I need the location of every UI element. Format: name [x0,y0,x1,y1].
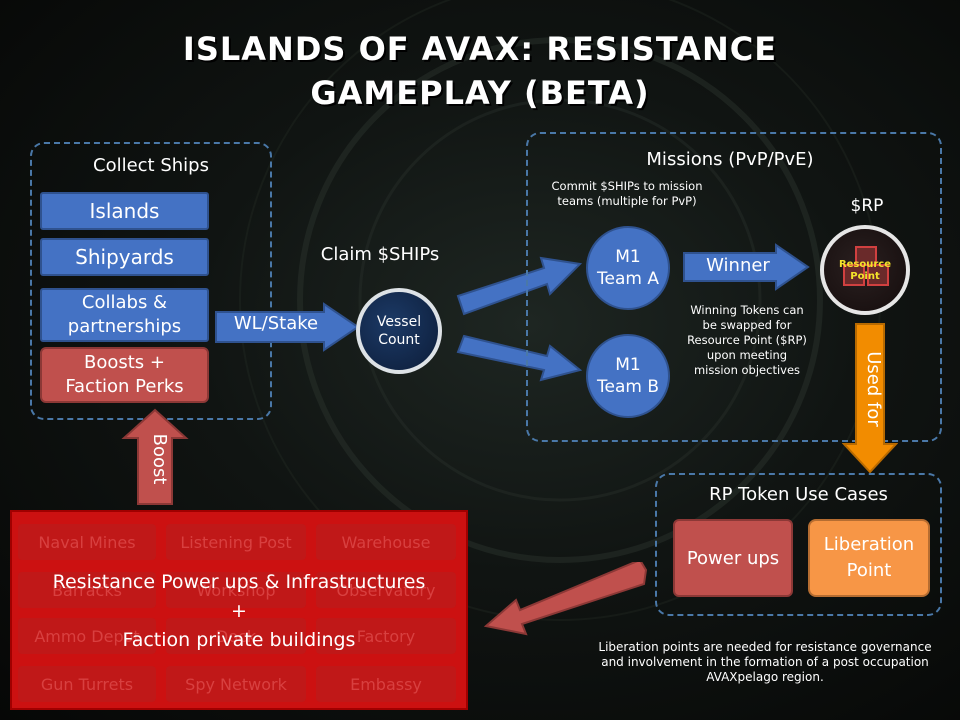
team-b-line2: Team B [597,377,659,397]
team-a-line1: M1 [615,247,641,267]
team-a-line2: Team A [597,269,659,289]
team-b-line1: M1 [615,355,641,375]
winner-arrow [683,243,810,291]
power-ups-arrow [483,562,648,636]
bg-cell: Gun Turrets [18,666,156,702]
infrastructure-text: Resistance Power ups & Infrastructures +… [12,568,466,655]
team-a-circle: M1 Team A [586,226,670,310]
collect-ships-heading: Collect Ships [93,155,209,176]
resource-point-text: Resource Point [824,259,906,283]
arrow-to-team-a [456,256,583,316]
rp-uses-box [655,473,942,616]
missions-box [526,132,942,442]
infra-line2: + [231,600,247,622]
bg-cell: Dock [166,618,306,654]
team-b-circle: M1 Team B [586,334,670,418]
crate-icon [843,246,889,286]
missions-heading: Missions (PvP/PvE) [646,149,814,170]
vessel-count-circle: Vessel Count [356,288,442,374]
bg-cell: Ammo Depot [18,618,156,654]
title-line1: ISLANDS OF AVAX: RESISTANCE [182,30,778,68]
rp-label: $RP [850,196,884,216]
resource-line1: Resource [838,259,892,270]
title-line2: GAMEPLAY (BETA) [310,74,650,112]
commit-text: Commit $SHIPs to mission teams (multiple… [551,179,703,208]
used-for-label: Used for [863,351,884,427]
infrastructure-box: Naval Mines Listening Post Warehouse Bar… [10,510,468,710]
rp-uses-heading: RP Token Use Cases [709,484,888,505]
used-for-arrow [842,323,898,474]
infra-line1: Resistance Power ups & Infrastructures [52,571,426,593]
winner-label: Winner [706,255,770,276]
resource-line2: Point [850,271,880,282]
liberation-note: Liberation points are needed for resista… [598,640,932,684]
liberation-point-box: Liberation Point [808,519,930,597]
bg-cell: Embassy [316,666,456,702]
vessel-line1: Vessel [376,314,422,330]
bg-cell: Workshop [166,572,306,608]
bg-cell: Warehouse [316,524,456,560]
wl-stake-arrow [215,302,360,352]
claim-ships-label: Claim $SHIPs [320,244,440,265]
bg-cell: Observatory [316,572,456,608]
bg-cell: Naval Mines [18,524,156,560]
boost-arrow [121,408,189,505]
boost-arrow-label: Boost [149,433,170,485]
islands-box: Islands [40,192,209,230]
arrow-to-team-b [456,334,583,382]
bg-cell: Listening Post [166,524,306,560]
shipyards-box: Shipyards [40,238,209,276]
vessel-line2: Count [378,332,420,348]
power-ups-box: Power ups [673,519,793,597]
team-arrows [456,256,583,382]
wl-stake-label: WL/Stake [233,313,319,334]
bg-cell: Spy Network [166,666,306,702]
boosts-box: Boosts + Faction Perks [40,347,209,403]
infra-line3: Faction private buildings [122,629,356,651]
winning-tokens-text: Winning Tokens can be swapped for Resour… [687,303,807,377]
collabs-box: Collabs & partnerships [40,288,209,342]
bg-cell: Factory [316,618,456,654]
bg-cell: Barracks [18,572,156,608]
resource-point-circle: Resource Point [820,225,910,315]
